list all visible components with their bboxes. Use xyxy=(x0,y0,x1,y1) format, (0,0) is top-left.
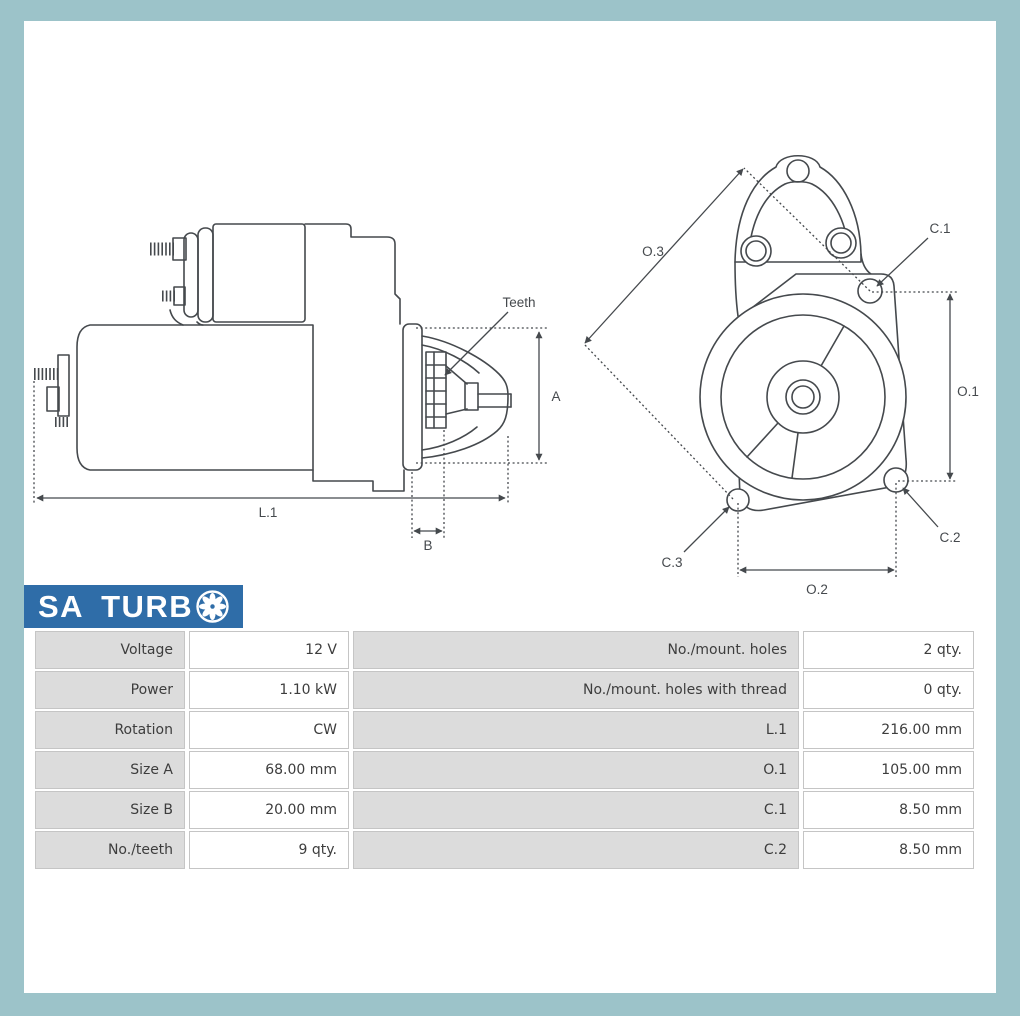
spec-table: Voltage 12 V No./mount. holes 2 qty. Pow… xyxy=(35,631,974,869)
spec-label-cell: Rotation xyxy=(35,711,185,749)
spec-label-cell: L.1 xyxy=(353,711,799,749)
spec-label-cell: No./teeth xyxy=(35,831,185,869)
spec-label-cell: Voltage xyxy=(35,631,185,669)
spec-value-cell: 9 qty. xyxy=(189,831,349,869)
spec-value-cell: 1.10 kW xyxy=(189,671,349,709)
spec-value-cell: 68.00 mm xyxy=(189,751,349,789)
spec-value-cell: CW xyxy=(189,711,349,749)
spec-value-cell: 0 qty. xyxy=(803,671,974,709)
spec-value-cell: 12 V xyxy=(189,631,349,669)
spec-label-cell: Size A xyxy=(35,751,185,789)
spec-label-cell: O.1 xyxy=(353,751,799,789)
spec-label-cell: No./mount. holes xyxy=(353,631,799,669)
spec-value-cell: 8.50 mm xyxy=(803,831,974,869)
logo-text-sa: SA xyxy=(38,589,85,624)
spec-value-cell: 8.50 mm xyxy=(803,791,974,829)
spec-value-cell: 216.00 mm xyxy=(803,711,974,749)
spec-value-cell: 105.00 mm xyxy=(803,751,974,789)
turbo-wheel-icon xyxy=(196,590,229,623)
spec-label-cell: No./mount. holes with thread xyxy=(353,671,799,709)
spec-value-cell: 2 qty. xyxy=(803,631,974,669)
spec-value-cell: 20.00 mm xyxy=(189,791,349,829)
spec-label-cell: Power xyxy=(35,671,185,709)
spec-label-cell: C.1 xyxy=(353,791,799,829)
logo-text-turb: TURB xyxy=(101,589,194,624)
brand-logo: SA TURB xyxy=(24,585,243,628)
spec-label-cell: C.2 xyxy=(353,831,799,869)
spec-label-cell: Size B xyxy=(35,791,185,829)
